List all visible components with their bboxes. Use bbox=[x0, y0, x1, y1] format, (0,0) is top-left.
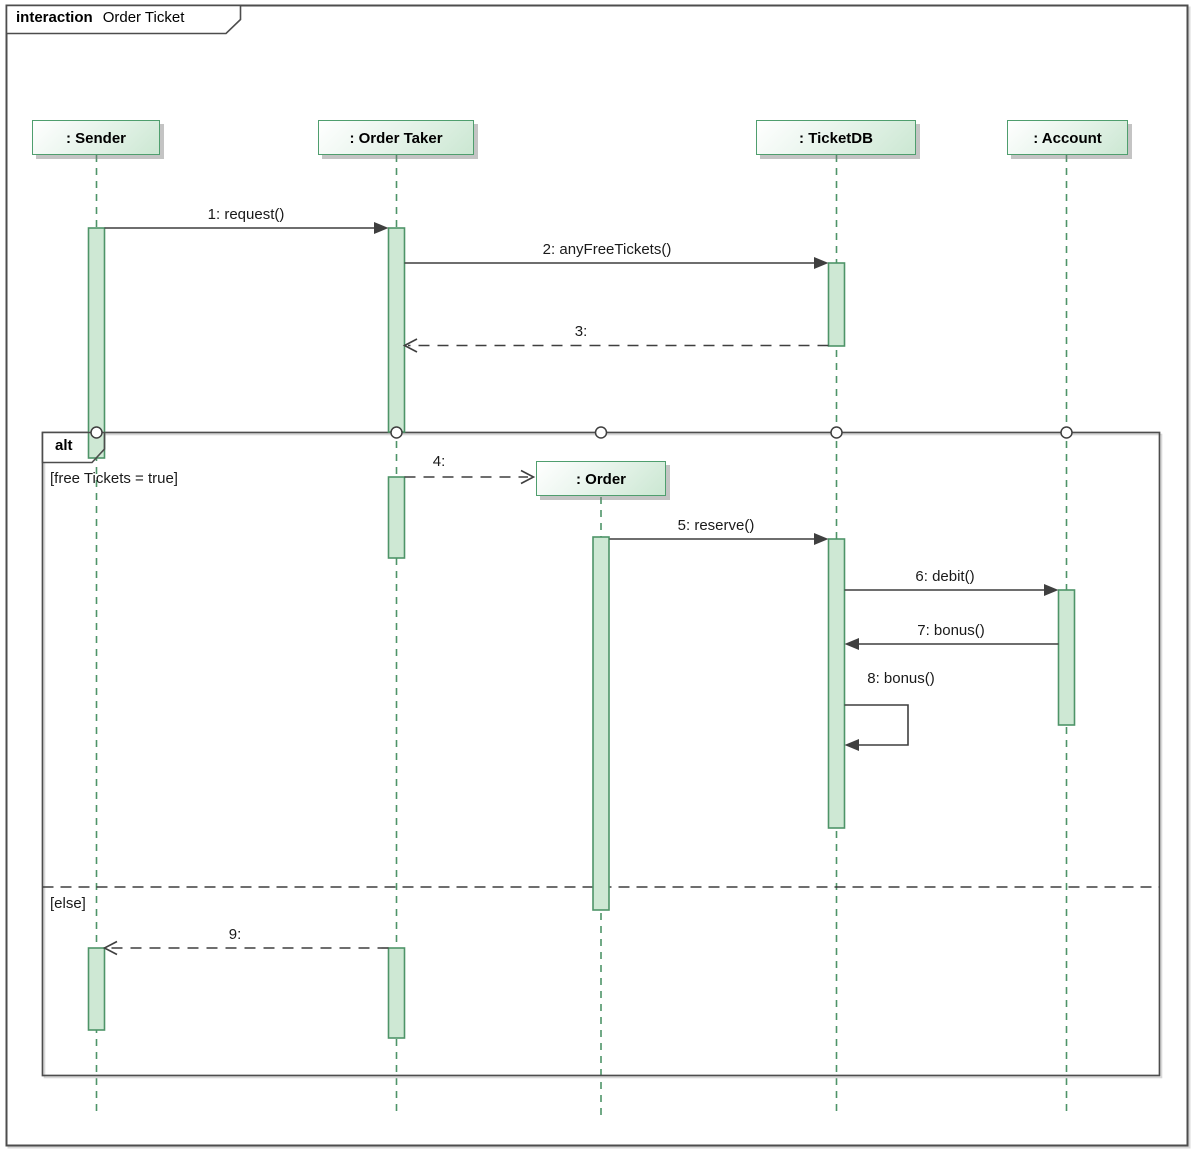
alt-guard-true: [free Tickets = true] bbox=[50, 470, 178, 487]
message-3-label: 3: bbox=[574, 323, 588, 340]
lifeline-head-sender: : Sender bbox=[32, 120, 160, 155]
message-9-return-arrow bbox=[102, 940, 389, 956]
alt-guard-else: [else] bbox=[50, 895, 86, 912]
message-4-create-arrow bbox=[404, 469, 536, 485]
fragment-crossing-circle-account bbox=[1060, 426, 1073, 439]
activation-order-taker-2 bbox=[387, 476, 406, 559]
activation-order-1 bbox=[592, 536, 610, 911]
message-8-bonus-self-arrow bbox=[844, 704, 909, 751]
frame-name: Order Ticket bbox=[102, 9, 185, 26]
activation-account-1 bbox=[1057, 589, 1076, 726]
message-5-label: 5: reserve() bbox=[677, 517, 755, 534]
fragment-crossing-circle-sender bbox=[90, 426, 103, 439]
message-8-label: 8: bonus() bbox=[867, 670, 935, 687]
lifeline-head-order-taker: : Order Taker bbox=[318, 120, 474, 155]
diagram-frame-border bbox=[5, 4, 1189, 1147]
message-5-reserve-arrow bbox=[609, 533, 829, 545]
lifeline-head-account: : Account bbox=[1007, 120, 1128, 155]
activation-order-taker-3 bbox=[387, 947, 406, 1039]
lifeline-head-ticketdb: : TicketDB bbox=[756, 120, 916, 155]
activation-sender-2 bbox=[87, 947, 106, 1031]
frame-title: interaction Order Ticket bbox=[16, 9, 184, 26]
message-9-label: 9: bbox=[228, 926, 242, 943]
activation-ticketdb-2 bbox=[827, 538, 846, 829]
message-6-debit-arrow bbox=[844, 584, 1059, 596]
message-3-return-arrow bbox=[402, 338, 829, 353]
frame-keyword: interaction bbox=[16, 9, 93, 26]
message-4-label: 4: bbox=[432, 453, 446, 470]
message-2-anyfreetickets-arrow bbox=[404, 257, 829, 269]
frame-label-pentagon bbox=[5, 4, 242, 35]
fragment-crossing-circle-order bbox=[594, 426, 608, 439]
alt-operator-label: alt bbox=[55, 437, 73, 454]
activation-order-taker-1 bbox=[387, 227, 406, 433]
lifeline-head-order-created: : Order bbox=[536, 461, 666, 496]
message-1-label: 1: request() bbox=[207, 206, 285, 223]
message-2-label: 2: anyFreeTickets() bbox=[542, 241, 672, 258]
message-6-label: 6: debit() bbox=[915, 568, 975, 585]
message-1-request-arrow bbox=[104, 222, 389, 234]
activation-sender-1 bbox=[87, 227, 106, 459]
message-7-bonus-arrow bbox=[844, 638, 1059, 650]
message-7-label: 7: bonus() bbox=[917, 622, 985, 639]
activation-ticketdb-1 bbox=[827, 262, 846, 347]
fragment-crossing-circle-ticketdb bbox=[830, 426, 843, 439]
fragment-crossing-circle-order-taker bbox=[390, 426, 403, 439]
